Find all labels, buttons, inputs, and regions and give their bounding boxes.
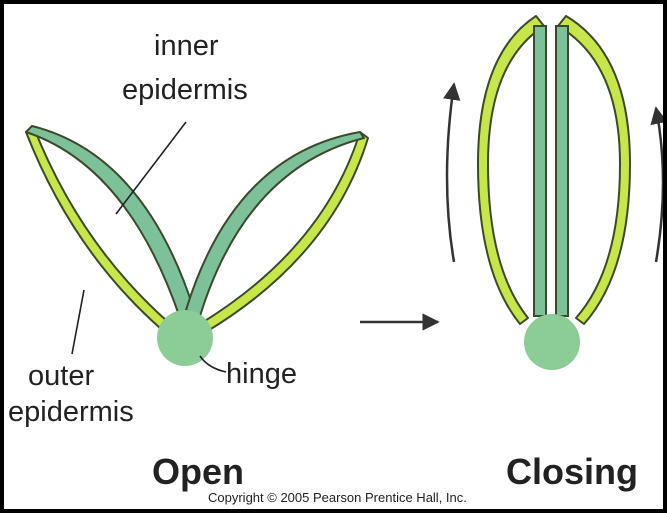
open-left-lobe [26, 126, 194, 328]
inner-epidermis-band [534, 26, 546, 316]
open-hinge-circle [157, 310, 213, 366]
figure-frame: inner epidermis outer epidermis hinge Op… [4, 4, 663, 509]
inner-epidermis-label-line2: epidermis [122, 76, 248, 105]
outer-leader-line [72, 290, 84, 354]
open-right-lobe [186, 132, 368, 332]
inner-epidermis-band [556, 26, 568, 316]
closing-panel-title: Closing [506, 454, 638, 490]
left-rotation-arrow [447, 84, 454, 262]
copyright-notice: Copyright © 2005 Pearson Prentice Hall, … [208, 491, 467, 504]
right-rotation-arrow [656, 108, 663, 262]
inner-epidermis-band [186, 132, 364, 316]
closing-hinge-circle [524, 314, 580, 370]
venus-flytrap-diagram [4, 4, 663, 509]
outer-epidermis-label-line2: epidermis [8, 398, 134, 427]
closing-left-half [478, 16, 546, 324]
inner-leader-line [116, 122, 186, 214]
inner-epidermis-band [26, 126, 194, 318]
outer-epidermis-label-line1: outer [28, 362, 94, 391]
closing-right-half [556, 16, 630, 324]
hinge-label: hinge [226, 360, 297, 389]
open-panel-title: Open [152, 454, 244, 490]
inner-epidermis-label-line1: inner [154, 32, 219, 61]
